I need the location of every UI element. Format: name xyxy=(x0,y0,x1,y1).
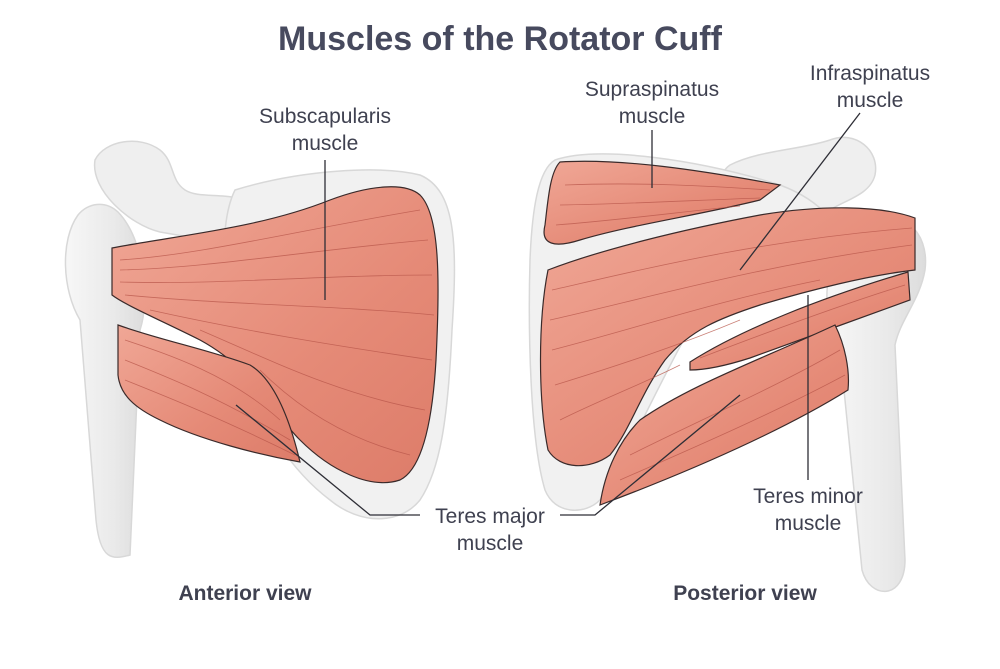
infraspinatus-label: Infraspinatus muscle xyxy=(770,60,970,114)
supraspinatus-muscle xyxy=(543,160,782,245)
teres-major-label-line1: Teres major xyxy=(435,505,545,528)
supraspinatus-label-line1: Supraspinatus xyxy=(584,78,720,101)
infraspinatus-leader xyxy=(739,112,861,271)
subscapularis-label: Subscapularis muscle xyxy=(225,103,425,157)
supraspinatus-label-line2: muscle xyxy=(618,105,686,128)
teres-major-leader-anterior xyxy=(235,404,420,516)
supraspinatus-label: Supraspinatus muscle xyxy=(552,76,752,130)
infraspinatus-label-line2: muscle xyxy=(836,89,904,112)
teres-minor-label-line1: Teres minor xyxy=(753,485,863,508)
anterior-muscle-fibers xyxy=(119,209,435,456)
anterior-acromion-bone xyxy=(93,140,257,246)
posterior-view-caption: Posterior view xyxy=(673,582,817,605)
anterior-view-caption: Anterior view xyxy=(178,582,312,605)
teres-major-label: Teres major muscle xyxy=(390,503,590,557)
teres-major-muscle-anterior xyxy=(117,324,301,463)
anterior-view-illustration xyxy=(64,140,456,558)
infraspinatus-muscle xyxy=(539,207,916,467)
posterior-muscle-fibers xyxy=(549,183,913,481)
subscapularis-label-line2: muscle xyxy=(291,132,359,155)
leader-lines xyxy=(235,112,861,516)
infraspinatus-label-line1: Infraspinatus xyxy=(809,62,931,85)
teres-minor-label: Teres minor muscle xyxy=(708,483,908,537)
teres-minor-label-line2: muscle xyxy=(774,512,842,535)
diagram-title: Muscles of the Rotator Cuff xyxy=(278,20,722,58)
teres-major-leader-posterior xyxy=(560,394,741,516)
teres-major-label-line2: muscle xyxy=(456,532,524,555)
subscapularis-label-line1: Subscapularis xyxy=(259,105,391,128)
